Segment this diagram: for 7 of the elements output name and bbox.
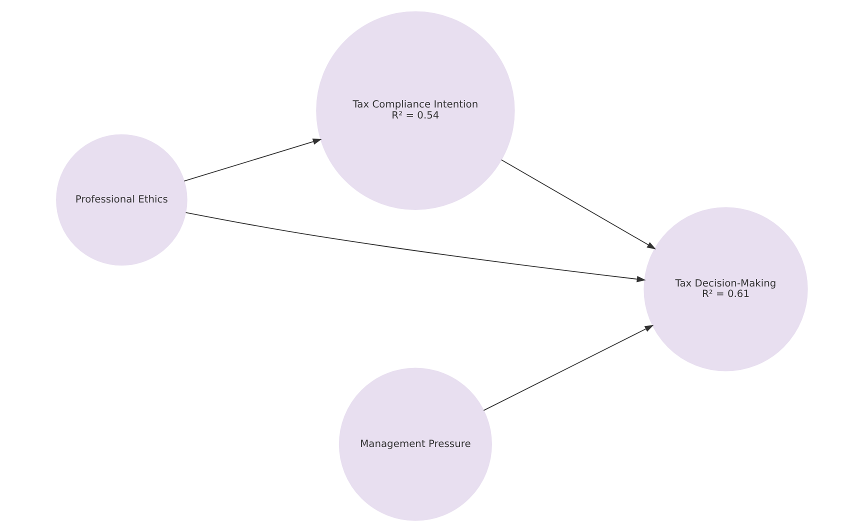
arrow: [183, 138, 322, 182]
node-circle: Professional Ethics: [56, 134, 187, 266]
arrow: [184, 212, 646, 282]
node-circle: Management Pressure: [338, 368, 492, 521]
node-circle: Tax Compliance Intention R² = 0.54: [316, 11, 514, 210]
arrow: [500, 159, 656, 250]
arrow: [482, 324, 654, 411]
